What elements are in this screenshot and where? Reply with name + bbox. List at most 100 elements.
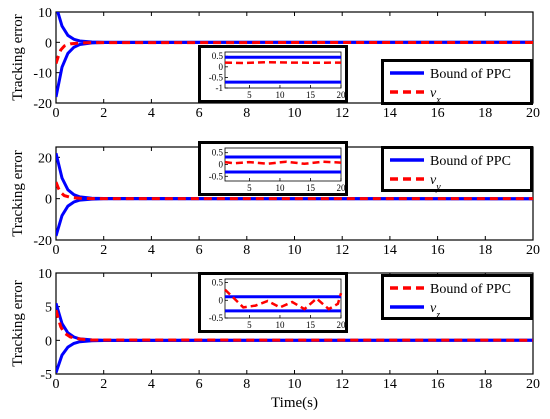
y-axis-label: Tracking error <box>10 280 26 367</box>
inset-x-tick-label: 15 <box>306 320 316 330</box>
y-axis-label: Tracking error <box>10 14 26 101</box>
x-tick-label: 8 <box>243 106 250 121</box>
inset-signal <box>224 60 342 65</box>
legend-label: Bound of PPC <box>430 67 511 82</box>
inset-y-tick-label: 0 <box>219 160 224 170</box>
legend-box <box>384 62 530 102</box>
y-tick-label: 5 <box>45 301 52 316</box>
x-tick-label: 0 <box>53 106 60 121</box>
x-tick-label: 4 <box>148 106 155 121</box>
x-tick-label: 6 <box>196 106 203 121</box>
inset-signal <box>224 288 343 311</box>
plot-area <box>56 152 533 237</box>
x-tick-label: 10 <box>288 377 302 392</box>
x-tick-label: 8 <box>243 377 250 392</box>
y-tick-label: -20 <box>33 97 52 112</box>
legend-3: Bound of PPC vz <box>381 274 533 321</box>
x-axis-label: Time(s) <box>271 395 318 411</box>
x-tick-label: 10 <box>288 106 302 121</box>
series-signal <box>56 41 533 65</box>
legend-label: vy <box>430 173 441 193</box>
x-tick-label: 4 <box>148 243 155 258</box>
x-tick-label: 16 <box>431 106 445 121</box>
legend-label: vx <box>430 86 441 106</box>
plot-area <box>56 12 533 98</box>
x-tick-label: 2 <box>100 243 107 258</box>
x-tick-label: 18 <box>478 106 492 121</box>
inset-y-tick-label: -1 <box>216 83 224 93</box>
x-tick-label: 4 <box>148 377 155 392</box>
legend-1: Bound of PPC vx <box>381 59 533 106</box>
inset-x-tick-label: 20 <box>337 320 347 330</box>
inset-y-tick-label: -0.5 <box>209 313 224 323</box>
inset-2: 5 10 15 20 0.5 0-0.5 <box>198 141 348 196</box>
x-tick-label: 20 <box>526 377 540 392</box>
legend-label: Bound of PPC <box>430 282 511 297</box>
inset-y-tick-label: -0.5 <box>209 171 224 181</box>
x-tick-label: 6 <box>196 243 203 258</box>
y-tick-label: -5 <box>40 368 52 383</box>
y-tick-label: 10 <box>38 6 52 21</box>
inset-x-tick-label: 5 <box>247 320 252 330</box>
x-tick-label: 10 <box>288 243 302 258</box>
x-tick-label: 6 <box>196 377 203 392</box>
y-tick-label: 10 <box>38 267 52 282</box>
legend-box <box>384 149 530 189</box>
inset-x-tick-label: 10 <box>275 183 285 193</box>
series-signal <box>56 309 533 342</box>
inset-x-tick-label: 5 <box>247 183 252 193</box>
y-tick-label: -20 <box>33 234 52 249</box>
inset-y-tick-label: -0.5 <box>209 72 224 82</box>
plot-area <box>56 302 533 374</box>
inset-signal <box>224 160 342 166</box>
y-tick-label: 0 <box>45 193 52 208</box>
x-tick-label: 0 <box>53 243 60 258</box>
inset-y-tick-label: 0.5 <box>212 51 224 61</box>
x-tick-label: 0 <box>53 377 60 392</box>
inset-x-tick-label: 5 <box>247 90 252 100</box>
x-tick-label: 16 <box>431 243 445 258</box>
x-tick-label: 14 <box>383 106 397 121</box>
inset-x-tick-label: 20 <box>337 90 347 100</box>
inset-x-tick-label: 20 <box>337 183 347 193</box>
inset-y-tick-label: 0 <box>219 62 224 72</box>
x-tick-label: 20 <box>526 243 540 258</box>
inset-axes <box>224 51 342 89</box>
y-tick-label: 0 <box>45 36 52 51</box>
inset-x-tick-label: 10 <box>275 90 285 100</box>
x-tick-label: 18 <box>478 243 492 258</box>
series-bound-lower <box>56 338 533 374</box>
legend-box <box>384 277 530 317</box>
y-tick-label: 0 <box>45 334 52 349</box>
x-tick-label: 12 <box>335 106 349 121</box>
y-tick-label: 20 <box>38 151 52 166</box>
legend-label: vz <box>430 301 440 321</box>
legend-label: Bound of PPC <box>430 154 511 169</box>
inset-y-tick-label: 0 <box>219 295 224 305</box>
x-tick-label: 14 <box>383 377 397 392</box>
x-tick-label: 12 <box>335 377 349 392</box>
x-tick-label: 8 <box>243 243 250 258</box>
x-tick-label: 14 <box>383 243 397 258</box>
inset-1: 5 10 15 20 0.50-0.5-1 <box>198 45 348 103</box>
x-tick-label: 16 <box>431 377 445 392</box>
x-tick-label: 18 <box>478 377 492 392</box>
y-axis-label: Tracking error <box>10 150 26 237</box>
x-tick-label: 12 <box>335 243 349 258</box>
inset-x-tick-label: 15 <box>306 183 316 193</box>
inset-x-tick-label: 15 <box>306 90 316 100</box>
series-signal <box>56 181 533 201</box>
inset-y-tick-label: 0.5 <box>212 148 224 158</box>
inset-x-tick-label: 10 <box>275 320 285 330</box>
inset-y-tick-label: 0.5 <box>212 278 224 288</box>
x-tick-label: 20 <box>526 106 540 121</box>
x-tick-label: 2 <box>100 106 107 121</box>
x-tick-label: 2 <box>100 377 107 392</box>
inset-axes <box>224 278 342 319</box>
inset-3: 5 10 15 20 0.5 0 -0.5 <box>198 272 348 333</box>
legend-2: Bound of PPC vy <box>381 146 533 193</box>
